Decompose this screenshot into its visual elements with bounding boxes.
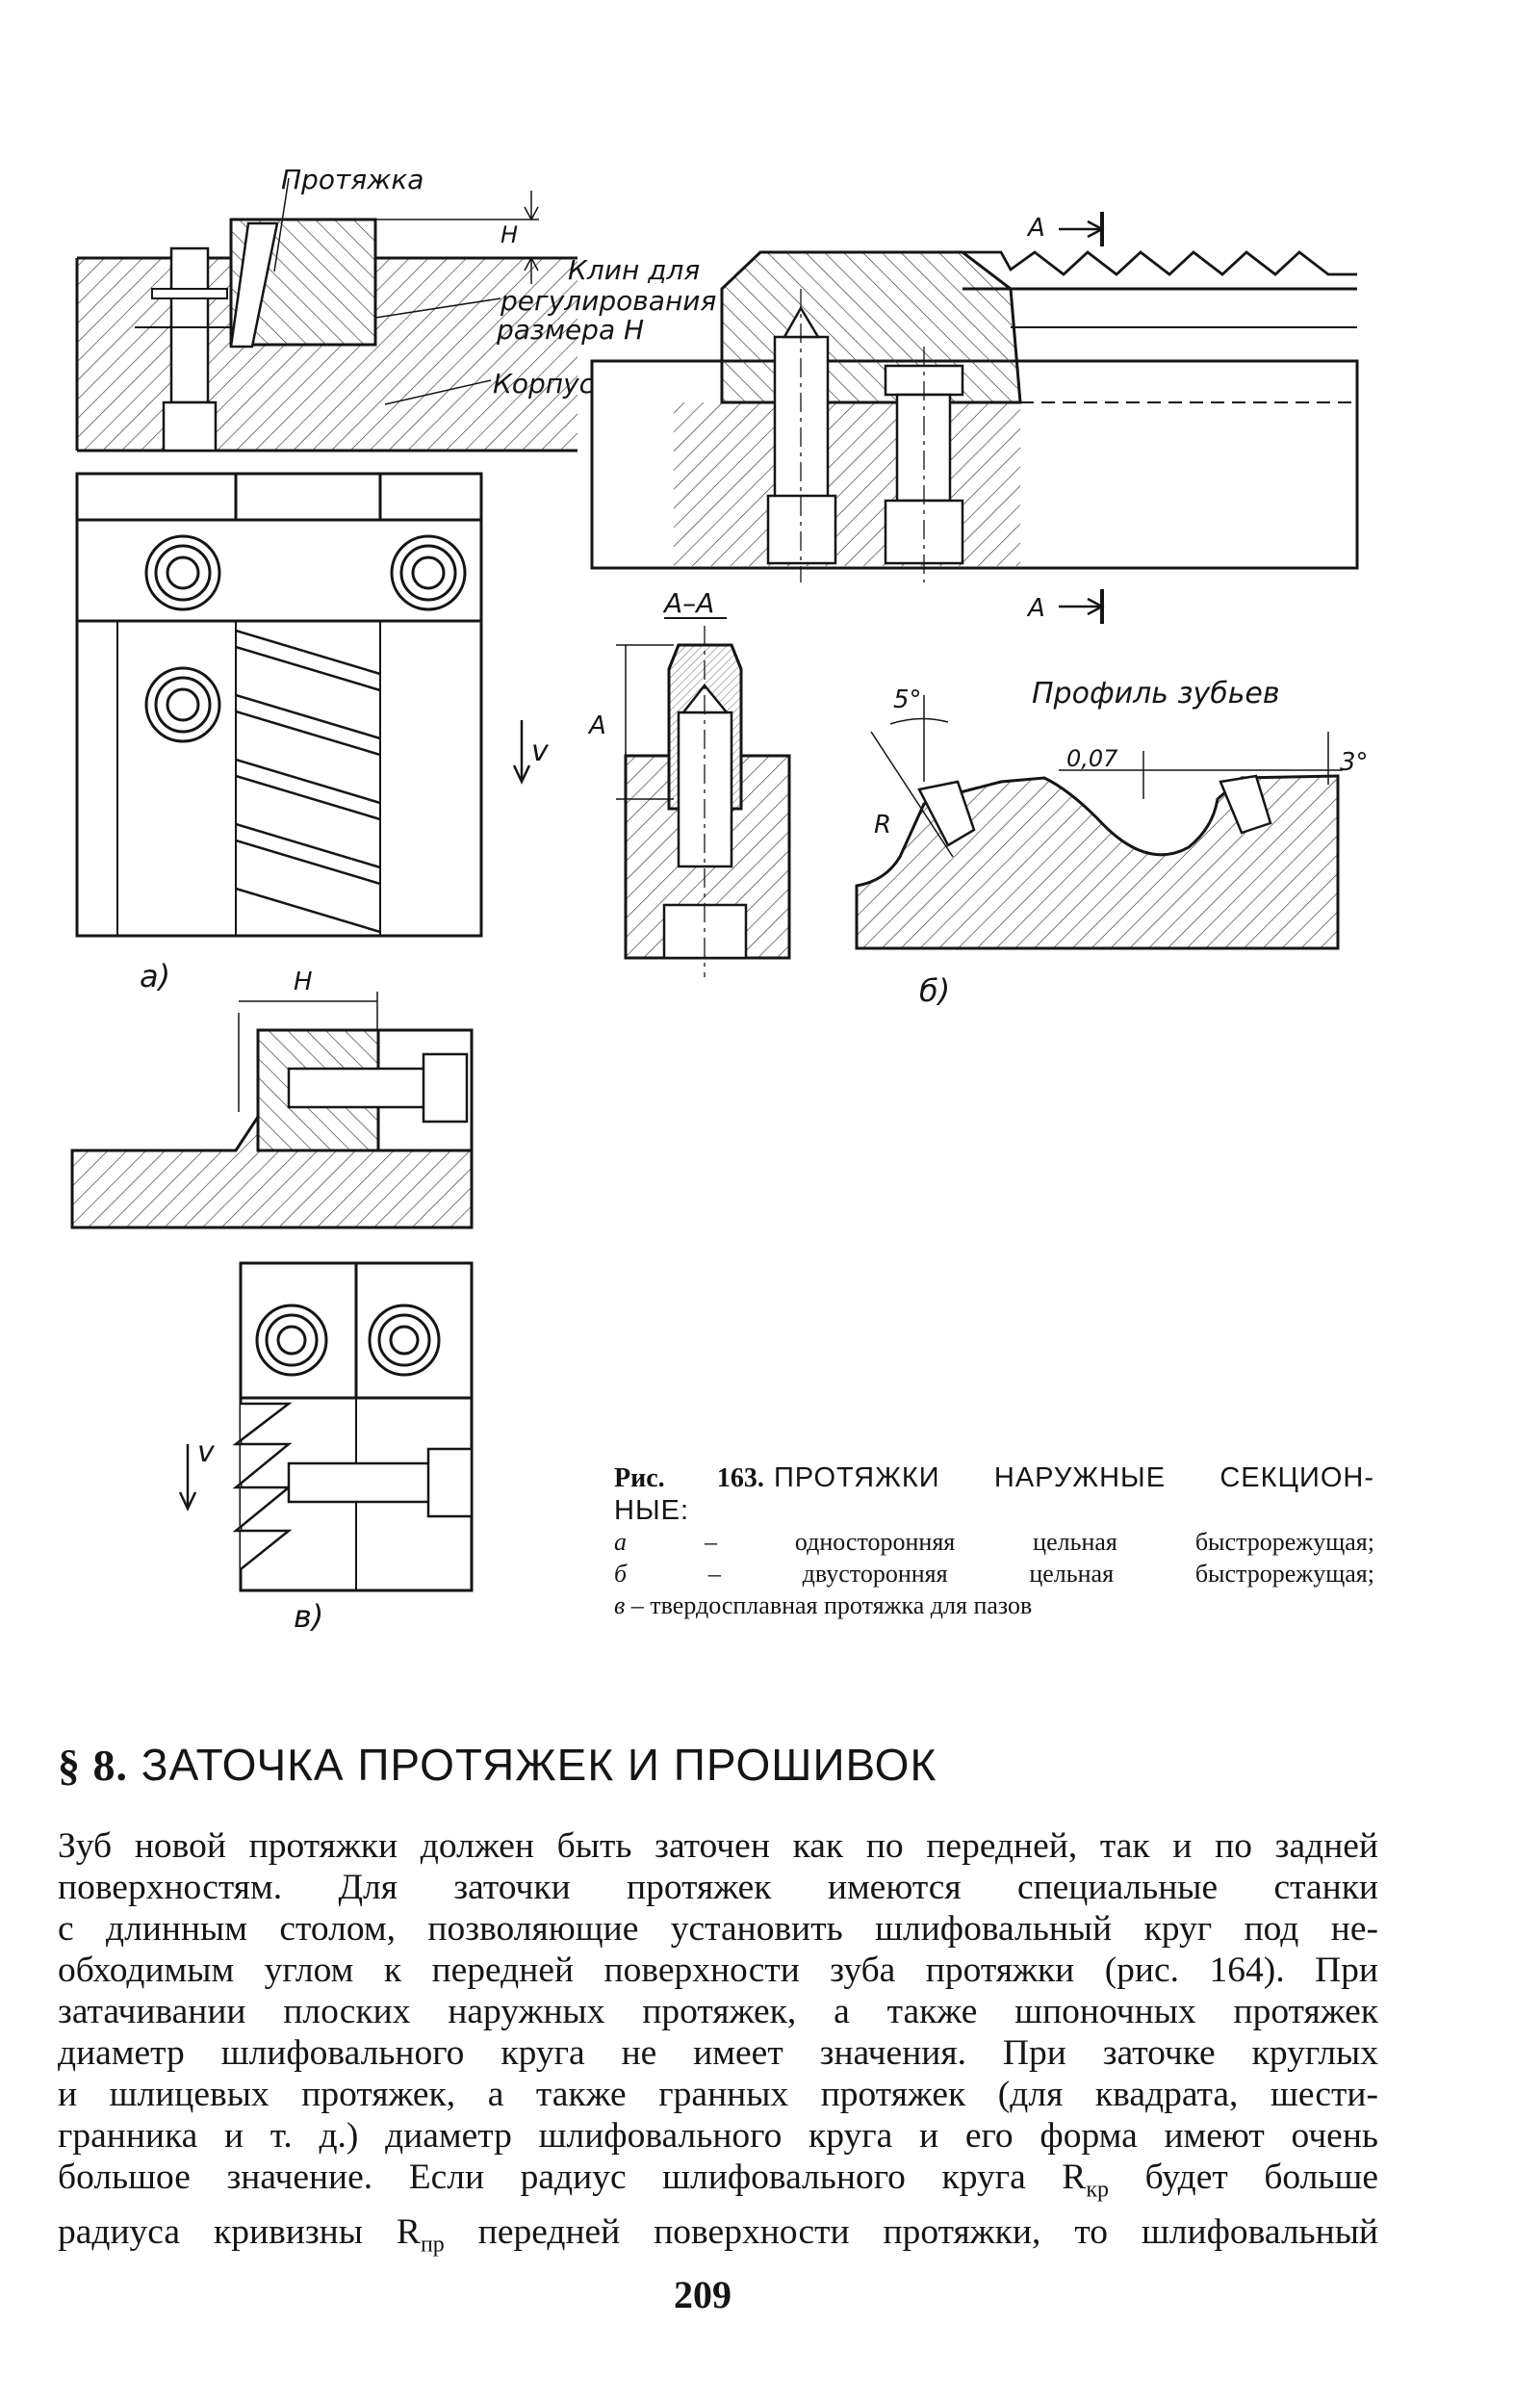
label-section-a-top: А [1026, 214, 1045, 243]
caption-item: в – твердосплавная протяжка для пазов [614, 1591, 1033, 1619]
view-v-plan [178, 1261, 474, 1592]
view-v-side [70, 992, 474, 1229]
label-sub-b: б) [919, 972, 950, 1009]
body-line: гранника и т. д.) диаметр шлифовального … [58, 2116, 1378, 2156]
label-v-v: v [197, 1435, 216, 1469]
view-a-section [75, 177, 578, 452]
caption-title-line2: НЫЕ: [614, 1495, 690, 1526]
section-heading: § 8. ЗАТОЧКА ПРОТЯЖЕК И ПРОШИВОК [58, 1739, 1405, 1791]
label-sub-a: а) [140, 958, 170, 995]
label-protyazhka: Протяжка [281, 164, 424, 195]
caption-number: Рис. 163. [614, 1463, 764, 1493]
label-klin-line3: размера H [496, 314, 644, 346]
view-a-plan [75, 472, 531, 938]
body-line: затачивании плоских наружных протяжек, а… [58, 1992, 1378, 2031]
caption-item: б – двусторонняя цельная быстрорежущая; [614, 1560, 1374, 1588]
body-line: с длинным столом, позволяющие установить… [58, 1909, 1378, 1949]
subscript-kr: кр [1086, 2177, 1109, 2203]
label-klin-line2: регулирования [500, 285, 716, 317]
label-radius-r: R [874, 811, 891, 840]
body-line: радиуса кривизны Rпр передней поверхност… [58, 2211, 1378, 2258]
view-tooth-profile [855, 695, 1343, 950]
body-line: большое значение. Если радиус шлифовальн… [58, 2158, 1378, 2203]
label-h-dim-v: H [294, 968, 313, 996]
label-korpus: Корпус [493, 368, 595, 400]
body-line: поверхностям. Для заточки протяжек имеют… [58, 1868, 1378, 1907]
label-klin-line1: Клин для [568, 254, 700, 286]
label-v-a: v [531, 735, 550, 768]
caption-item: а – односторонняя цельная быстрорежущая; [614, 1528, 1374, 1556]
view-b-section [590, 212, 1359, 624]
body-line: Зуб новой протяжки должен быть заточен к… [58, 1826, 1378, 1866]
page-number: 209 [674, 2273, 732, 2316]
body-line: обходимым углом к передней поверхности з… [58, 1951, 1378, 1990]
body-paragraph: Зуб новой протяжки должен быть заточен к… [58, 1825, 1378, 2265]
label-dim-a: А [587, 711, 606, 740]
body-line: диаметр шлифовального круга не имеет зна… [58, 2033, 1378, 2073]
label-profile-title: Профиль зубьев [1032, 677, 1280, 711]
view-section-aa [616, 617, 791, 977]
label-section-a-bottom: А [1026, 594, 1045, 623]
label-section-aa: А–А [662, 587, 714, 619]
figure-163: Протяжка H Клин для регулирования размер… [70, 164, 1369, 1635]
caption-title-line1: ПРОТЯЖКИ НАРУЖНЫЕ СЕКЦИОН- [773, 1462, 1374, 1493]
subscript-pr: пр [420, 2232, 445, 2257]
label-sub-v: в) [294, 1598, 323, 1635]
body-line: и шлицевых протяжек, а также гранных про… [58, 2075, 1378, 2114]
section-title: ЗАТОЧКА ПРОТЯЖЕК И ПРОШИВОК [141, 1740, 937, 1790]
label-dim-007: 0,07 [1066, 745, 1118, 772]
label-h-dim: H [500, 221, 518, 248]
label-angle-5: 5° [893, 685, 922, 714]
section-number: § 8. [58, 1741, 128, 1790]
label-angle-3: 3° [1340, 748, 1369, 777]
figure-caption: Рис. 163. ПРОТЯЖКИ НАРУЖНЫЕ СЕКЦИОН- НЫЕ:… [614, 1461, 1374, 1621]
